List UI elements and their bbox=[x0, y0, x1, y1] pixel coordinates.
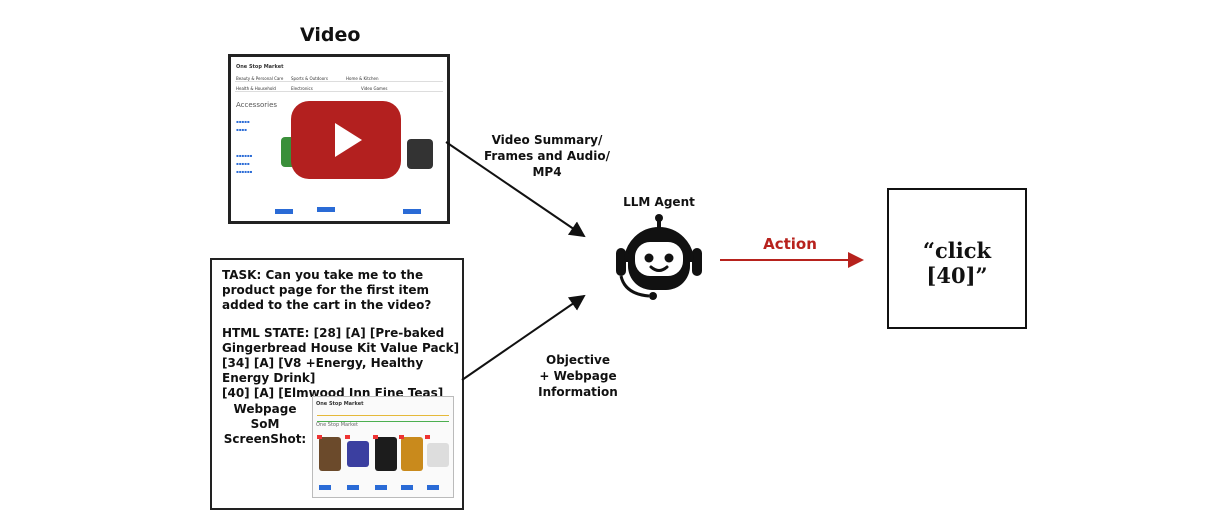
som-product-tile bbox=[427, 443, 449, 467]
video-summary-label: Video Summary/ Frames and Audio/ MP4 bbox=[472, 132, 622, 180]
mini-nav-7: Health & Household bbox=[236, 86, 276, 91]
objective-line: Objective bbox=[546, 353, 610, 367]
som-product-tile bbox=[375, 437, 397, 471]
mini-site-name: One Stop Market bbox=[236, 64, 284, 70]
mini-nav-11: Video Games bbox=[361, 86, 388, 91]
action-output-box: “click [40]” bbox=[887, 188, 1027, 329]
task-to-agent-arrow bbox=[461, 294, 586, 381]
mini-nav-4: Home & Kitchen bbox=[346, 76, 379, 81]
robot-headset-icon bbox=[616, 214, 702, 300]
llm-agent-label: LLM Agent bbox=[623, 195, 695, 209]
video-summary-line: Frames and Audio/ bbox=[484, 149, 610, 163]
action-label: Action bbox=[763, 235, 817, 253]
objective-line: + Webpage Information bbox=[538, 369, 618, 399]
mini-nav-1: Beauty & Personal Care bbox=[236, 76, 284, 81]
mini-nav-2: Sports & Outdoors bbox=[291, 76, 328, 81]
html-state: HTML STATE: [28] [A] [Pre-baked Gingerbr… bbox=[222, 326, 462, 401]
objective-label: Objective + Webpage Information bbox=[498, 352, 658, 400]
som-screenshot-label: Webpage SoM ScreenShot: bbox=[223, 402, 307, 446]
som-site-name: One Stop Market bbox=[316, 401, 364, 407]
som-product-tile bbox=[319, 437, 341, 471]
som-heading: One Stop Market bbox=[316, 422, 358, 428]
video-summary-line: Video Summary/ bbox=[491, 133, 603, 147]
html-state-line: Gingerbread House Kit Value Pack] bbox=[222, 341, 460, 355]
mini-nav-9: Electronics bbox=[291, 86, 313, 91]
video-thumbnail: One Stop Market Beauty & Personal Care S… bbox=[228, 54, 450, 224]
som-product-tile bbox=[347, 441, 369, 467]
action-output-text: “click [40]” bbox=[922, 238, 992, 288]
video-title: Video bbox=[300, 24, 361, 46]
som-product-tile bbox=[401, 437, 423, 471]
mini-product-image bbox=[407, 139, 433, 169]
youtube-play-icon bbox=[335, 123, 362, 157]
video-summary-line: MP4 bbox=[532, 165, 562, 179]
task-panel: TASK: Can you take me to the product pag… bbox=[210, 258, 464, 510]
som-screenshot: One Stop Market One Stop Market bbox=[312, 396, 454, 498]
task-question: TASK: Can you take me to the product pag… bbox=[222, 268, 432, 312]
html-state-line: HTML STATE: [28] [A] [Pre-baked bbox=[222, 326, 445, 340]
video-to-agent-arrow bbox=[445, 141, 586, 238]
mini-category: Accessories bbox=[236, 101, 278, 109]
html-state-line: [34] [A] [V8 +Energy, Healthy Energy Dri… bbox=[222, 356, 424, 385]
